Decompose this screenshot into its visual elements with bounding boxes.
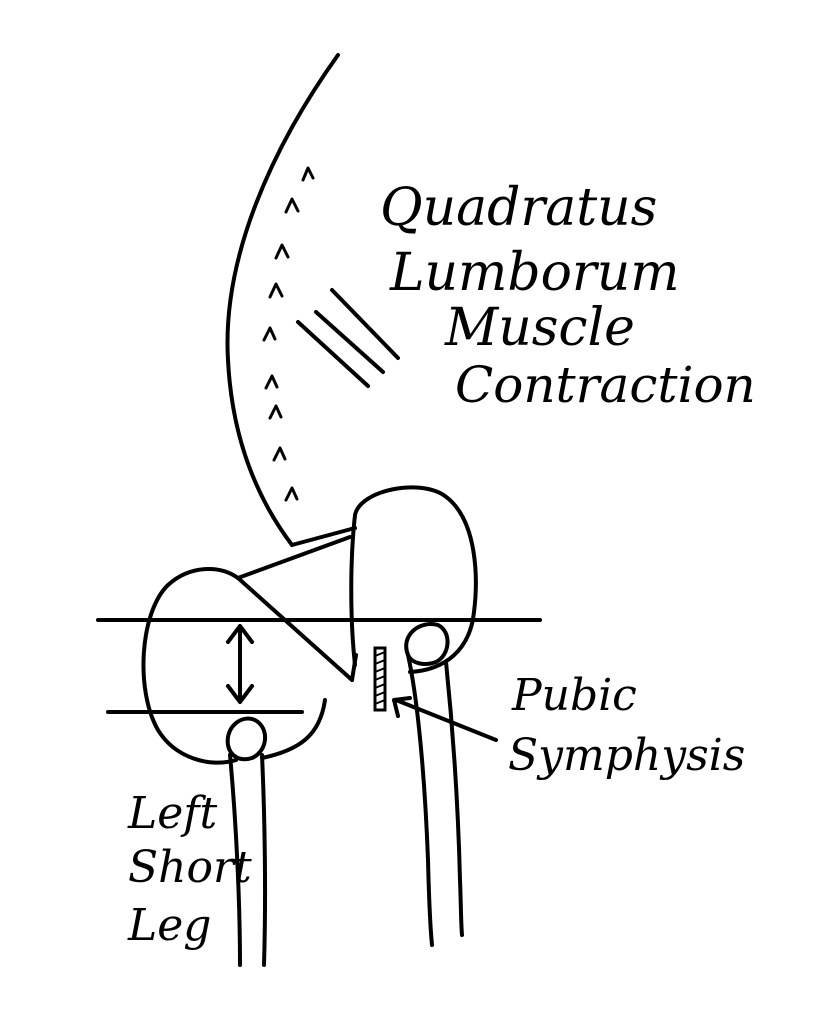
right-ilium-inner <box>349 513 357 667</box>
right-ilium <box>353 485 478 674</box>
pubic-symphysis-mark <box>373 646 387 712</box>
contraction-chevrons <box>262 166 315 502</box>
left-ilium <box>141 567 240 765</box>
contraction-lines <box>296 288 400 388</box>
left-femur-shaft <box>228 753 242 967</box>
leg-label-line2: Short <box>128 842 252 893</box>
muscle-label-line1: Quadratus <box>380 178 657 238</box>
muscle-label-line2: Lumborum <box>389 243 680 303</box>
pubic-label-line1: Pubic <box>511 670 637 721</box>
right-femur-shaft <box>406 653 434 947</box>
height-difference-arrow <box>226 624 254 704</box>
leg-label-line3: Leg <box>127 900 211 951</box>
muscle-label-line4: Contraction <box>455 356 756 414</box>
right-femur-head <box>404 622 450 666</box>
left-ilium-diagonal <box>236 576 354 682</box>
muscle-label-line3: Muscle <box>444 298 635 358</box>
leg-label-line1: Left <box>127 788 218 839</box>
left-ilium-edge <box>350 653 358 682</box>
left-ilium-lower <box>260 698 327 760</box>
quadratus-lumborum-band <box>236 526 357 580</box>
pubic-symphysis-pointer <box>392 696 498 742</box>
pubic-label-line2: Symphysis <box>508 730 745 781</box>
spine-curve <box>225 53 340 547</box>
left-femur-head <box>225 716 268 762</box>
right-femur-shaft-outer <box>444 660 464 937</box>
left-femur-shaft-outer <box>260 753 268 967</box>
